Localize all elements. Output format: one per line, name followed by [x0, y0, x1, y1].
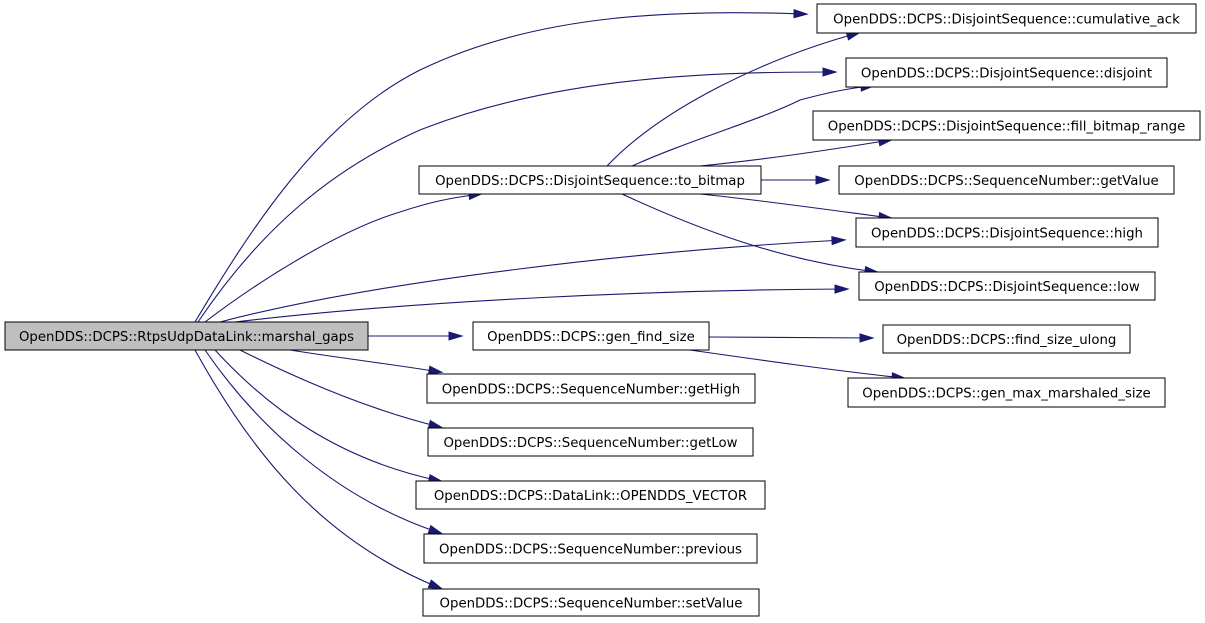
edge-arrowhead	[427, 524, 444, 535]
edge-arrowhead	[427, 419, 444, 429]
node-label: OpenDDS::DCPS::DisjointSequence::high	[871, 227, 1143, 242]
edge-marshal_gaps-to-OPENDDS_VECTOR	[214, 349, 444, 484]
edge-to_bitmap-to-getValue	[761, 175, 831, 185]
node-label: OpenDDS::DCPS::gen_max_marshaled_size	[862, 387, 1150, 402]
node-low[interactable]: OpenDDS::DCPS::DisjointSequence::low	[858, 271, 1156, 301]
edge-marshal_gaps-to-gen_find_size	[368, 331, 464, 341]
node-box	[855, 217, 1159, 248]
edge-marshal_gaps-to-getHigh	[289, 349, 444, 375]
node-box	[812, 110, 1201, 141]
edge-line	[239, 349, 441, 428]
node-box	[847, 377, 1166, 408]
node-marshal_gaps[interactable]: OpenDDS::DCPS::RtpsUdpDataLink::marshal_…	[4, 321, 369, 351]
edge-arrowhead	[834, 284, 850, 294]
edge-arrowhead	[822, 67, 838, 77]
node-box	[423, 533, 758, 564]
node-label: OpenDDS::DCPS::SequenceNumber::previous	[439, 543, 742, 558]
node-box	[426, 373, 756, 404]
node-label: OpenDDS::DCPS::gen_find_size	[487, 330, 695, 345]
edge-line	[699, 193, 891, 219]
edge-marshal_gaps-to-disjoint	[197, 67, 838, 323]
edge-to_bitmap-to-high	[699, 193, 894, 222]
edge-line	[689, 349, 904, 379]
call-graph-nodes: OpenDDS::DCPS::RtpsUdpDataLink::marshal_…	[4, 3, 1201, 617]
node-box	[427, 427, 754, 457]
call-graph-edges	[194, 9, 907, 590]
node-label: OpenDDS::DCPS::DisjointSequence::cumulat…	[833, 13, 1180, 28]
edge-arrowhead	[448, 331, 464, 341]
node-label: OpenDDS::DCPS::DisjointSequence::to_bitm…	[435, 174, 745, 189]
node-label: OpenDDS::DCPS::DataLink::OPENDDS_VECTOR	[434, 489, 747, 504]
node-OPENDDS_VECTOR[interactable]: OpenDDS::DCPS::DataLink::OPENDDS_VECTOR	[415, 480, 766, 510]
edge-line	[194, 12, 806, 323]
edge-line	[631, 85, 873, 167]
edge-arrowhead	[427, 579, 444, 590]
edge-line	[194, 349, 441, 589]
node-getValue[interactable]: OpenDDS::DCPS::SequenceNumber::getValue	[838, 165, 1175, 195]
node-disjoint[interactable]: OpenDDS::DCPS::DisjointSequence::disjoin…	[845, 57, 1168, 88]
edge-gen_find_size-to-find_size_ulong	[708, 333, 875, 343]
node-label: OpenDDS::DCPS::DisjointSequence::fill_bi…	[828, 120, 1186, 135]
edge-line	[204, 193, 481, 323]
edge-marshal_gaps-to-setValue	[194, 349, 444, 590]
edge-arrowhead	[859, 333, 875, 343]
node-label: OpenDDS::DCPS::SequenceNumber::getValue	[854, 174, 1158, 189]
node-box	[838, 165, 1175, 195]
edge-line	[289, 349, 441, 373]
edge-line	[219, 239, 844, 323]
node-setValue[interactable]: OpenDDS::DCPS::SequenceNumber::setValue	[422, 588, 760, 617]
node-getHigh[interactable]: OpenDDS::DCPS::SequenceNumber::getHigh	[426, 373, 756, 404]
node-label: OpenDDS::DCPS::RtpsUdpDataLink::marshal_…	[19, 330, 354, 345]
node-label: OpenDDS::DCPS::DisjointSequence::low	[874, 280, 1140, 295]
edge-marshal_gaps-to-to_bitmap	[204, 190, 484, 323]
node-box	[845, 57, 1168, 88]
edge-line	[606, 32, 859, 167]
node-label: OpenDDS::DCPS::SequenceNumber::setValue	[440, 597, 743, 612]
edge-line	[197, 71, 835, 323]
node-cumulative_ack[interactable]: OpenDDS::DCPS::DisjointSequence::cumulat…	[816, 3, 1197, 34]
node-label: OpenDDS::DCPS::DisjointSequence::disjoin…	[861, 67, 1152, 82]
node-box	[858, 271, 1156, 301]
edge-marshal_gaps-to-previous	[204, 349, 444, 535]
node-box	[4, 321, 369, 351]
node-to_bitmap[interactable]: OpenDDS::DCPS::DisjointSequence::to_bitm…	[418, 165, 762, 195]
edge-marshal_gaps-to-low	[234, 284, 850, 323]
node-box	[415, 480, 766, 510]
edge-marshal_gaps-to-high	[219, 235, 847, 323]
node-getLow[interactable]: OpenDDS::DCPS::SequenceNumber::getLow	[427, 427, 754, 457]
edge-line	[621, 193, 877, 273]
node-box	[418, 165, 762, 195]
edge-to_bitmap-to-low	[621, 193, 880, 276]
edge-arrowhead	[815, 175, 831, 185]
node-box	[816, 3, 1197, 34]
edge-line	[204, 349, 441, 534]
edge-arrowhead	[793, 9, 809, 19]
node-label: OpenDDS::DCPS::find_size_ulong	[897, 333, 1117, 348]
edge-line	[699, 139, 891, 167]
edge-arrowhead	[427, 365, 444, 375]
node-high[interactable]: OpenDDS::DCPS::DisjointSequence::high	[855, 217, 1159, 248]
edge-to_bitmap-to-cumulative_ack	[606, 31, 862, 167]
node-gen_max_marshaled_size[interactable]: OpenDDS::DCPS::gen_max_marshaled_size	[847, 377, 1166, 408]
edge-line	[234, 288, 847, 323]
node-find_size_ulong[interactable]: OpenDDS::DCPS::find_size_ulong	[882, 324, 1131, 354]
node-label: OpenDDS::DCPS::SequenceNumber::getLow	[443, 436, 737, 451]
node-previous[interactable]: OpenDDS::DCPS::SequenceNumber::previous	[423, 533, 758, 564]
node-gen_find_size[interactable]: OpenDDS::DCPS::gen_find_size	[472, 321, 710, 351]
node-box	[882, 324, 1131, 354]
node-fill_bitmap_range[interactable]: OpenDDS::DCPS::DisjointSequence::fill_bi…	[812, 110, 1201, 141]
edge-line	[214, 349, 441, 482]
edge-marshal_gaps-to-cumulative_ack	[194, 9, 809, 323]
edge-to_bitmap-to-fill_bitmap_range	[699, 137, 894, 167]
edge-marshal_gaps-to-getLow	[239, 349, 444, 429]
edge-line	[708, 336, 872, 339]
node-box	[472, 321, 710, 351]
node-label: OpenDDS::DCPS::SequenceNumber::getHigh	[442, 383, 740, 398]
edge-arrowhead	[831, 235, 847, 246]
node-box	[422, 588, 760, 617]
